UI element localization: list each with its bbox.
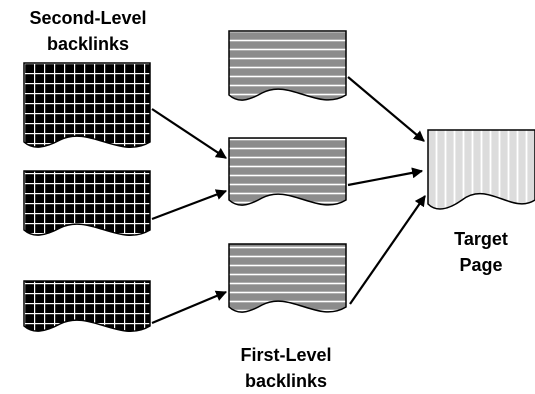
target-label-line2: Page <box>459 255 502 275</box>
first-level-page-2 <box>228 137 347 206</box>
second-level-page-3 <box>23 280 151 332</box>
second-level-label-line2: backlinks <box>47 34 129 54</box>
first-level-label-line2: backlinks <box>245 371 327 391</box>
arrow-second3-to-first3 <box>151 290 228 325</box>
arrow-first2-to-target <box>347 167 424 187</box>
arrow-first1-to-target <box>347 76 425 142</box>
first-level-page-3 <box>228 243 347 313</box>
first-level-label-line1: First-Level <box>240 345 331 365</box>
target-label-line1: Target <box>454 229 508 249</box>
first-level-page-1 <box>228 30 347 101</box>
arrow-first3-to-target <box>349 195 426 305</box>
arrow-second1-to-first2 <box>151 108 227 159</box>
second-level-page-1 <box>23 62 151 148</box>
arrows <box>151 76 426 325</box>
arrow-second2-to-first2 <box>151 189 228 221</box>
second-level-label-line1: Second-Level <box>29 8 146 28</box>
second-level-page-2 <box>23 170 151 236</box>
target-page <box>427 129 535 210</box>
